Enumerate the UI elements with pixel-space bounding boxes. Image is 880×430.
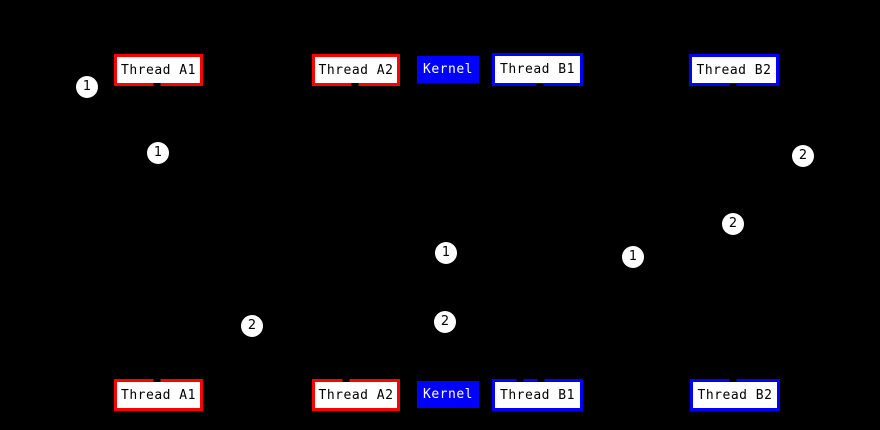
arrow-notch — [729, 84, 737, 89]
step-marker-1b: 1 — [147, 142, 169, 164]
node-thread-b2-bottom: Thread B2 — [690, 379, 780, 411]
arrow-notch — [342, 377, 350, 382]
arrow-notch — [536, 84, 544, 89]
arrow-notch — [537, 377, 545, 382]
node-thread-a2-bottom: Thread A2 — [312, 379, 400, 411]
node-thread-b1-top: Thread B1 — [492, 53, 583, 86]
node-thread-b1-bottom: Thread B1 — [492, 379, 583, 411]
arrow-notch — [516, 377, 524, 382]
step-marker-1: 1 — [76, 76, 98, 98]
node-thread-a2-top: Thread A2 — [312, 54, 400, 86]
node-kernel-bottom: Kernel — [417, 381, 479, 408]
node-thread-b2-top: Thread B2 — [689, 54, 779, 86]
node-thread-a1-bottom: Thread A1 — [114, 379, 203, 411]
step-marker-1d: 1 — [622, 246, 644, 268]
arrow-notch — [153, 377, 161, 382]
step-marker-2d: 2 — [241, 315, 263, 337]
node-thread-a1-top: Thread A1 — [114, 54, 203, 86]
step-marker-2a: 2 — [792, 145, 814, 167]
step-marker-2b: 2 — [722, 213, 744, 235]
step-marker-2c: 2 — [434, 311, 456, 333]
node-kernel-top: Kernel — [417, 56, 479, 83]
arrow-notch — [351, 83, 359, 88]
step-marker-1c: 1 — [435, 242, 457, 264]
arrow-notch — [729, 377, 737, 382]
arrow-notch — [153, 83, 161, 88]
